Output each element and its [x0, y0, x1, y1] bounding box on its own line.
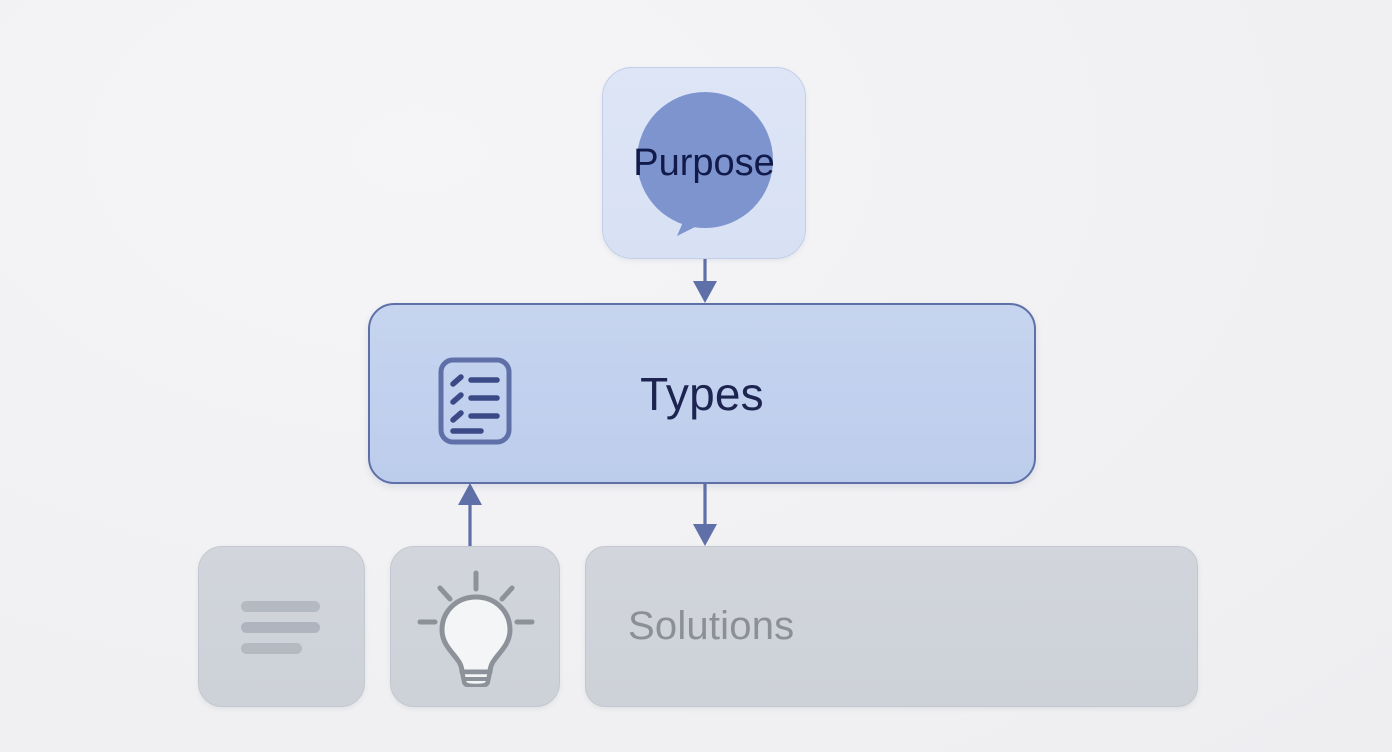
- node-idea[interactable]: [390, 546, 560, 707]
- hamburger-lines-icon: [241, 601, 320, 654]
- node-types[interactable]: Types: [368, 303, 1036, 484]
- node-solutions[interactable]: Solutions: [585, 546, 1198, 707]
- connector-types-to-solutions: [693, 484, 717, 546]
- speech-bubble-icon: [637, 92, 773, 236]
- node-solutions-label: Solutions: [628, 604, 795, 648]
- node-purpose-label: Purpose: [633, 141, 775, 184]
- lightbulb-icon: [417, 570, 535, 687]
- node-purpose[interactable]: Purpose: [602, 67, 806, 259]
- checklist-document-icon: [438, 357, 512, 445]
- connector-idea-to-types: [458, 483, 482, 546]
- connector-purpose-to-types: [693, 259, 717, 303]
- node-list[interactable]: [198, 546, 365, 707]
- node-types-label: Types: [640, 367, 764, 420]
